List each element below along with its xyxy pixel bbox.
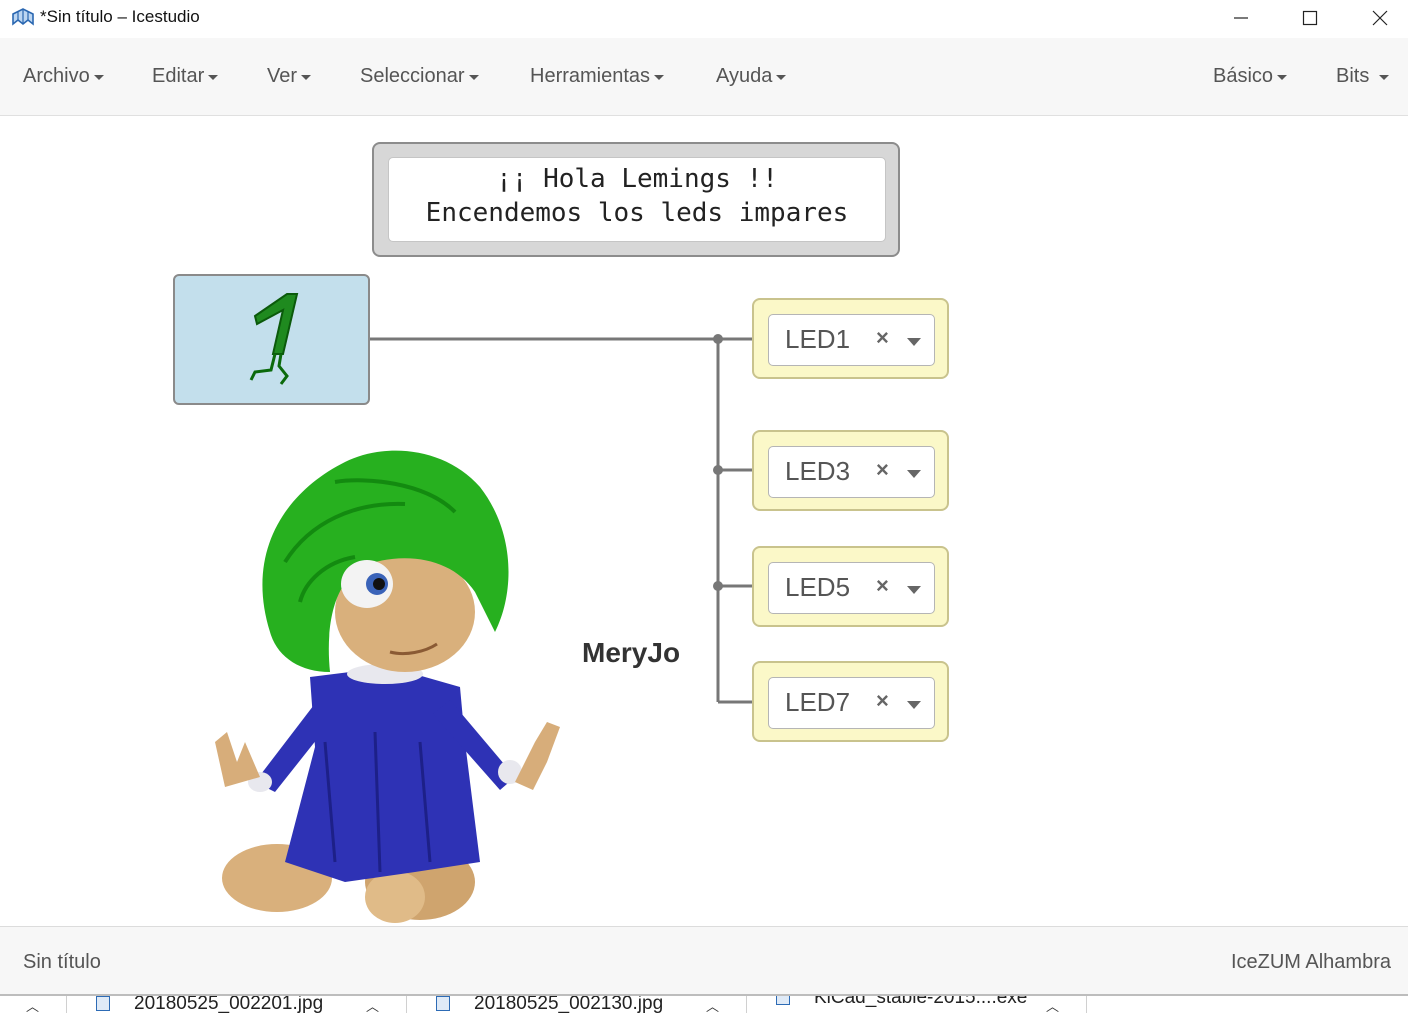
menu-bits-label: Bits <box>1336 65 1370 87</box>
caret-down-icon <box>654 75 665 80</box>
download-item[interactable]: 20180525_002201.jpg <box>96 996 323 1013</box>
caret-down-icon <box>1379 75 1390 80</box>
download-item[interactable]: KiCad_stable-2015....exe <box>776 996 1028 1008</box>
image-caption: MeryJo <box>582 637 681 668</box>
window-title: *Sin título – Icestudio <box>40 7 200 26</box>
led-select[interactable]: LED5 × <box>768 562 935 614</box>
led-label: LED7 <box>785 687 851 717</box>
divider <box>406 996 407 1013</box>
led-output-block[interactable]: LED1 × <box>752 298 949 379</box>
led-label: LED5 <box>785 572 851 602</box>
title-bar: *Sin título – Icestudio <box>0 0 1408 36</box>
menu-seleccionar-label: Seleccionar <box>360 65 465 87</box>
menu-archivo[interactable]: Archivo <box>23 65 104 88</box>
dropdown-arrow-icon[interactable] <box>907 338 921 346</box>
menu-ver-label: Ver <box>267 65 298 87</box>
info-line-1: ¡¡ Hola Lemings !! <box>496 164 778 194</box>
led-label: LED3 <box>785 456 851 486</box>
dropdown-arrow-icon[interactable] <box>907 701 921 709</box>
led-label: LED1 <box>785 324 851 354</box>
menu-editar-label: Editar <box>152 65 205 87</box>
wire-junction <box>713 465 723 475</box>
led-output-block[interactable]: LED5 × <box>752 546 949 627</box>
constant-one-block[interactable] <box>173 274 370 405</box>
clear-selection-icon[interactable]: × <box>876 573 889 598</box>
menu-basico[interactable]: Básico <box>1213 65 1288 88</box>
caret-down-icon <box>776 75 787 80</box>
maximize-button[interactable] <box>1275 0 1345 36</box>
chevron-up-icon[interactable]: ︿ <box>366 999 380 1013</box>
chevron-up-icon[interactable]: ︿ <box>26 999 40 1013</box>
menu-ayuda-label: Ayuda <box>716 65 773 87</box>
lemming-character-image[interactable] <box>215 442 565 926</box>
clear-selection-icon[interactable]: × <box>876 457 889 482</box>
chevron-up-icon[interactable]: ︿ <box>706 999 720 1013</box>
led-select[interactable]: LED1 × <box>768 314 935 366</box>
minimize-button[interactable] <box>1206 0 1276 36</box>
download-filename: 20180525_002201.jpg <box>134 996 324 1013</box>
walking-one-icon <box>249 293 299 385</box>
wire-junction <box>713 334 723 344</box>
download-item[interactable]: 20180525_002130.jpg <box>436 996 663 1013</box>
download-filename: KiCad_stable-2015....exe <box>814 996 1028 1008</box>
led-select[interactable]: LED7 × <box>768 677 935 729</box>
menu-basico-label: Básico <box>1213 65 1274 87</box>
menu-bits[interactable]: Bits <box>1336 65 1390 88</box>
caret-down-icon <box>468 75 479 80</box>
download-filename: 20180525_002130.jpg <box>474 996 664 1013</box>
board-name[interactable]: IceZUM Alhambra <box>1230 951 1391 973</box>
executable-file-icon <box>776 996 790 1005</box>
chevron-up-icon[interactable]: ︿ <box>1046 999 1060 1013</box>
icestudio-logo-icon <box>12 8 34 26</box>
status-bar: Sin título IceZUM Alhambra <box>0 926 1408 996</box>
clear-selection-icon[interactable]: × <box>876 325 889 350</box>
clear-selection-icon[interactable]: × <box>876 688 889 713</box>
caret-down-icon <box>1277 75 1288 80</box>
wire-junction <box>713 581 723 591</box>
close-icon <box>1372 10 1388 26</box>
info-text[interactable]: ¡¡ Hola Lemings !! Encendemos los leds im… <box>388 157 886 242</box>
download-bar: ︿ 20180525_002201.jpg ︿ 20180525_002130.… <box>0 996 1408 1013</box>
project-name: Sin título <box>23 951 101 973</box>
caret-down-icon <box>208 75 219 80</box>
divider <box>1086 996 1087 1013</box>
info-line-2: Encendemos los leds impares <box>425 198 849 228</box>
led-select[interactable]: LED3 × <box>768 446 935 498</box>
image-file-icon <box>436 996 450 1011</box>
led-output-block[interactable]: LED3 × <box>752 430 949 511</box>
menu-archivo-label: Archivo <box>23 65 90 87</box>
menu-herramientas[interactable]: Herramientas <box>530 65 665 88</box>
image-file-icon <box>96 996 110 1011</box>
led-output-block[interactable]: LED7 × <box>752 661 949 742</box>
menu-herramientas-label: Herramientas <box>530 65 651 87</box>
caret-down-icon <box>93 75 104 80</box>
wires <box>370 334 752 704</box>
maximize-icon <box>1302 10 1318 26</box>
divider <box>746 996 747 1013</box>
dropdown-arrow-icon[interactable] <box>907 586 921 594</box>
menu-bar: Archivo Editar Ver Seleccionar Herramien… <box>0 38 1408 116</box>
design-canvas[interactable]: ¡¡ Hola Lemings !! Encendemos los leds im… <box>0 117 1408 926</box>
divider <box>66 996 67 1013</box>
caret-down-icon <box>301 75 312 80</box>
menu-ayuda[interactable]: Ayuda <box>716 65 787 88</box>
menu-seleccionar[interactable]: Seleccionar <box>360 65 479 88</box>
close-button[interactable] <box>1345 0 1408 36</box>
info-block[interactable]: ¡¡ Hola Lemings !! Encendemos los leds im… <box>372 142 900 257</box>
menu-ver[interactable]: Ver <box>267 65 312 88</box>
menu-editar[interactable]: Editar <box>152 65 219 88</box>
dropdown-arrow-icon[interactable] <box>907 470 921 478</box>
minimize-icon <box>1234 17 1248 19</box>
